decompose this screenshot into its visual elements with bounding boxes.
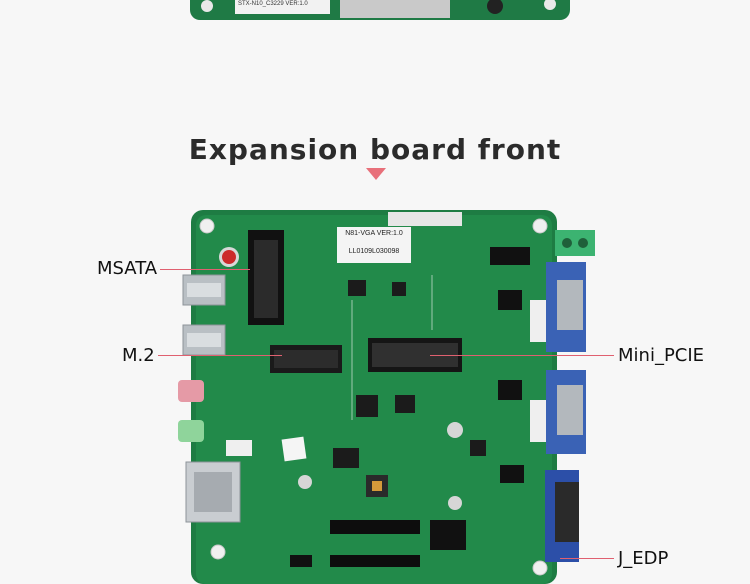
label-m2: M.2 [122,345,155,366]
leader-line-msata [160,269,250,270]
leader-line-j-edp [560,558,614,559]
board-model-text: N81-VGA VER:1.0 [345,230,403,237]
leader-line-mini-pcie [430,355,614,356]
label-mini-pcie: Mini_PCIE [618,345,705,366]
board-serial-text: LL0109L030098 [348,248,400,255]
label-j-edp: J_EDP [618,548,669,569]
label-msata: MSATA [97,258,158,279]
top-board-edge [190,0,570,20]
leader-line-m2 [158,355,282,356]
down-arrow-icon [366,168,386,180]
expansion-board [178,210,595,584]
top-board-text: STX-N10_C3229 VER:1.0 [238,1,308,7]
page-title: Expansion board front [188,133,562,166]
